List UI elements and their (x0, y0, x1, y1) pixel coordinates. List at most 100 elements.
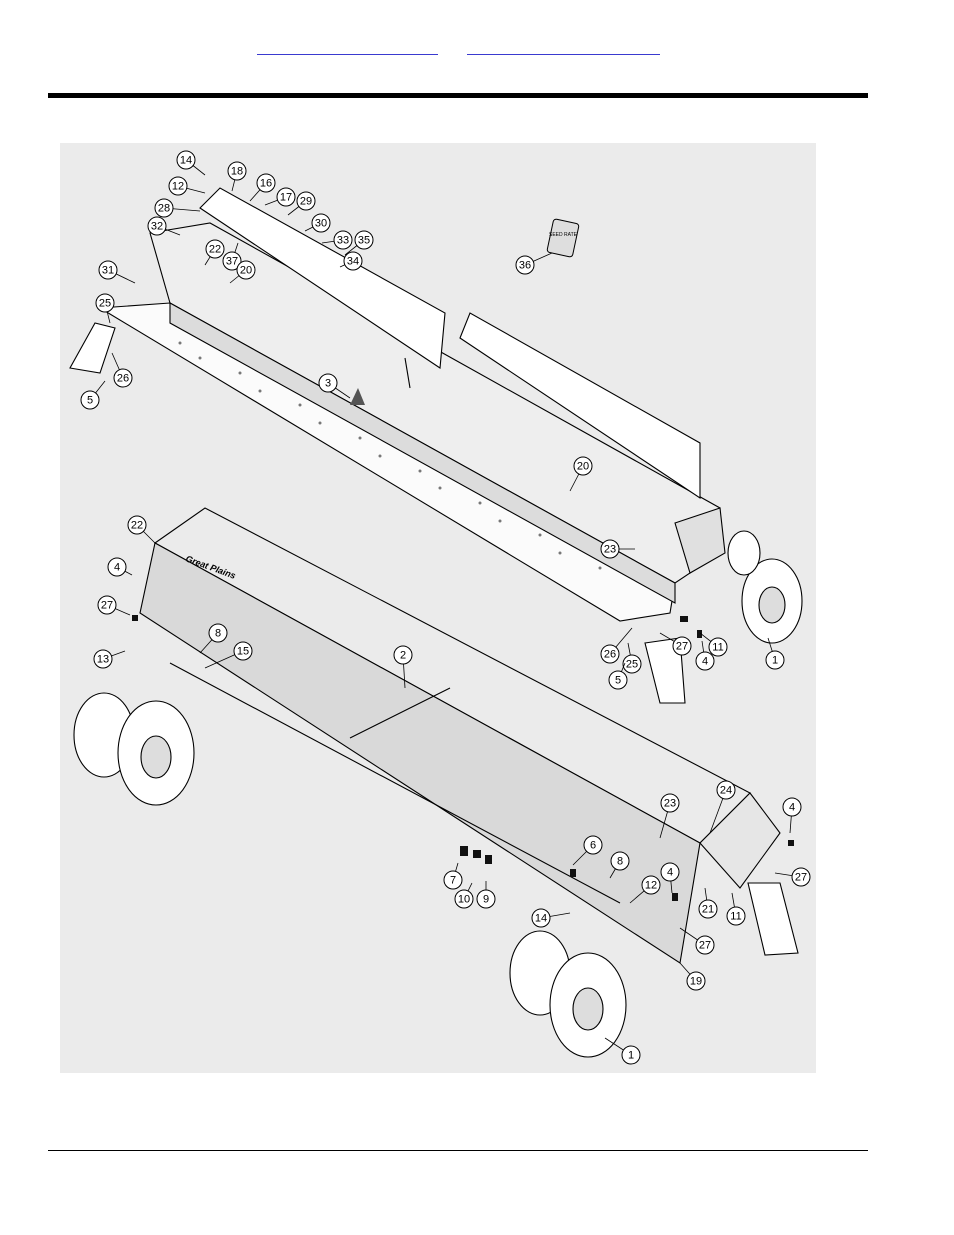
callout-number: 6 (590, 840, 596, 852)
callout-circle (236, 260, 256, 280)
callout-21: 21 (698, 887, 718, 919)
callout-circle (608, 670, 628, 690)
callout-circle (333, 230, 353, 250)
callout-circle (660, 793, 680, 813)
callout-34: 34 (339, 251, 363, 271)
callout-20: 20 (569, 456, 593, 492)
callout-circle (515, 255, 535, 275)
callout-circle (641, 875, 661, 895)
callout-4: 4 (782, 797, 802, 834)
upper-drill (69, 187, 803, 704)
callout-number: 14 (535, 913, 547, 925)
callout-number: 5 (615, 675, 621, 687)
callout-number: 23 (604, 544, 616, 556)
callout-number: 9 (483, 894, 489, 906)
callout-number: 18 (231, 166, 243, 178)
callout-3: 3 (318, 373, 351, 399)
walkway-perforations (178, 341, 602, 570)
callout-16: 16 (249, 173, 276, 202)
callout-number: 35 (358, 235, 370, 247)
callout-number: 11 (730, 911, 741, 923)
callout-number: 27 (795, 872, 807, 884)
callout-30: 30 (304, 213, 331, 233)
header-divider (48, 93, 868, 98)
callout-circle (708, 637, 728, 657)
callout-number: 5 (87, 395, 93, 407)
callout-14: 14 (531, 908, 571, 928)
callout-circle (600, 644, 620, 664)
callout-circle (695, 935, 715, 955)
callout-number: 8 (617, 856, 623, 868)
callout-23: 23 (600, 539, 635, 559)
callout-4: 4 (660, 862, 680, 894)
callout-number: 10 (458, 894, 470, 906)
header-link-1[interactable] (257, 40, 438, 55)
callout-8: 8 (199, 623, 228, 654)
parts-diagram: SEED RATE Great Plains (60, 143, 816, 1073)
callout-31: 31 (98, 260, 136, 284)
callout-18: 18 (227, 161, 247, 192)
callout-number: 36 (519, 260, 531, 272)
callout-circle (695, 651, 715, 671)
callout-4: 4 (695, 640, 715, 671)
callout-number: 29 (300, 196, 312, 208)
callout-circle (227, 161, 247, 181)
callout-27: 27 (659, 632, 692, 656)
callout-number: 12 (172, 181, 184, 193)
callout-number: 25 (99, 298, 111, 310)
callout-13: 13 (93, 649, 126, 669)
callout-number: 27 (699, 940, 711, 952)
callout-33: 33 (321, 230, 353, 250)
callout-number: 24 (720, 785, 732, 797)
callout-number: 15 (237, 646, 249, 658)
callout-number: 4 (667, 867, 673, 879)
callout-15: 15 (204, 641, 253, 669)
callout-circle (716, 780, 736, 800)
callout-circle (256, 173, 276, 193)
callout-number: 37 (226, 256, 238, 268)
callout-11: 11 (699, 632, 728, 657)
callout-circle (726, 906, 746, 926)
callout-circle (765, 650, 785, 670)
callout-circle (127, 515, 147, 535)
callout-number: 26 (117, 373, 129, 385)
callout-number: 19 (690, 976, 702, 988)
callout-36: 36 (515, 252, 553, 275)
callout-number: 1 (628, 1050, 634, 1062)
callout-32: 32 (147, 216, 181, 236)
callout-number: 32 (151, 221, 163, 233)
callout-number: 4 (789, 802, 795, 814)
callout-8: 8 (609, 851, 630, 879)
callout-20: 20 (229, 260, 256, 284)
header-link-2[interactable] (467, 40, 660, 55)
callout-circle (208, 623, 228, 643)
callout-22: 22 (204, 239, 225, 266)
callout-circle (610, 851, 630, 871)
callout-number: 8 (215, 628, 221, 640)
callout-circle (621, 1045, 641, 1065)
callout-5: 5 (80, 380, 106, 410)
callout-number: 22 (131, 520, 143, 532)
lower-drill (73, 507, 799, 1058)
callout-1: 1 (765, 637, 785, 670)
callout-26: 26 (111, 352, 133, 388)
parts-illustration: SEED RATE Great Plains (69, 150, 811, 1065)
callout-number: 3 (325, 378, 331, 390)
callout-number: 12 (645, 880, 657, 892)
callout-27: 27 (97, 595, 131, 616)
callout-6: 6 (572, 835, 603, 866)
callout-circle (672, 636, 692, 656)
callout-circle (600, 539, 620, 559)
callout-circle (573, 456, 593, 476)
callout-circle (80, 390, 100, 410)
footer-divider (48, 1150, 868, 1151)
callout-number: 30 (315, 218, 327, 230)
callout-11: 11 (726, 892, 746, 926)
callout-1: 1 (604, 1037, 641, 1065)
callout-circle (276, 187, 296, 207)
callout-circle (443, 870, 463, 890)
callout-17: 17 (264, 187, 296, 207)
callout-circle (107, 557, 127, 577)
callout-number: 22 (209, 244, 221, 256)
